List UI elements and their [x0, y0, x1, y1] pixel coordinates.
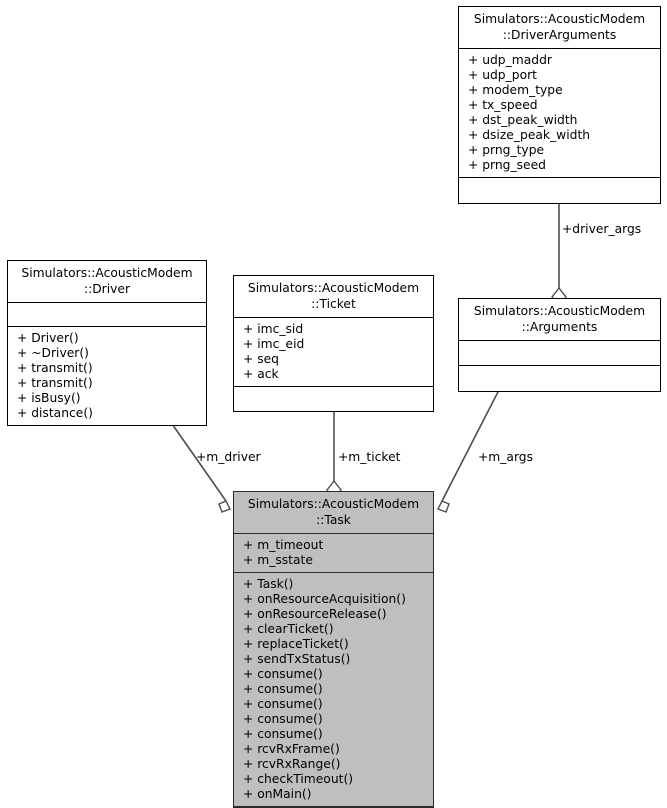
class-title-driver: Simulators::AcousticModem ::Driver [8, 261, 206, 303]
edge-driver-args [551, 197, 567, 308]
class-attributes-ticket: + imc_sid + imc_eid + seq + ack [234, 318, 433, 387]
class-operations-ticket [234, 387, 433, 411]
class-title-ticket: Simulators::AcousticModem ::Ticket [234, 276, 433, 318]
class-operation: + ~Driver() [17, 346, 89, 360]
class-attribute: + modem_type [468, 83, 563, 97]
class-attribute: + dst_peak_width [468, 113, 578, 127]
class-attribute: + udp_maddr [468, 53, 552, 67]
edge-m-driver [169, 420, 231, 513]
class-box-arguments[interactable]: Simulators::AcousticModem ::Arguments [458, 298, 661, 392]
class-operations-task: + Task() + onResourceAcquisition() + onR… [234, 573, 433, 807]
class-attribute: + imc_sid [243, 322, 304, 336]
edge-label-m-args: +m_args [478, 450, 534, 464]
class-attribute: + udp_port [468, 68, 537, 82]
edge-label-m-driver: +m_driver [196, 450, 261, 464]
class-operation: + sendTxStatus() [243, 652, 351, 666]
class-box-driver-arguments[interactable]: Simulators::AcousticModem ::DriverArgume… [458, 6, 661, 204]
class-attribute: + imc_eid [243, 337, 305, 351]
class-attribute: + prng_seed [468, 158, 546, 172]
class-operation: + consume() [243, 667, 323, 681]
edge-label-driver-args: +driver_args [562, 222, 642, 236]
class-title-driver-arguments: Simulators::AcousticModem ::DriverArgume… [459, 7, 660, 49]
class-title-task: Simulators::AcousticModem ::Task [234, 492, 433, 534]
class-attribute: + dsize_peak_width [468, 128, 591, 142]
class-attributes-task: + m_timeout + m_sstate [234, 534, 433, 573]
class-attribute: + seq [243, 352, 279, 366]
class-operation: + transmit() [17, 376, 93, 390]
class-operations-driver-arguments [459, 178, 660, 203]
class-operation: + rcvRxFrame() [243, 742, 340, 756]
class-operation: + Task() [243, 577, 294, 591]
class-attributes-arguments [459, 341, 660, 366]
class-operation: + consume() [243, 712, 323, 726]
class-attribute: + ack [243, 367, 279, 381]
aggregation-diamond-m-driver [218, 500, 231, 513]
class-attribute: + prng_type [468, 143, 545, 157]
class-operation: + onResourceRelease() [243, 607, 387, 621]
class-attribute: + m_sstate [243, 553, 313, 567]
class-box-task[interactable]: Simulators::AcousticModem ::Task + m_tim… [233, 491, 434, 808]
class-operations-arguments [459, 366, 660, 391]
class-operation: + clearTicket() [243, 622, 334, 636]
class-operation: + consume() [243, 727, 323, 741]
class-operation: + checkTimeout() [243, 772, 354, 786]
class-attribute: + tx_speed [468, 98, 538, 112]
class-attribute: + m_timeout [243, 538, 324, 552]
class-operation: + transmit() [17, 361, 93, 375]
class-attributes-driver-arguments: + udp_maddr + udp_port + modem_type + tx… [459, 49, 660, 178]
class-operation: + Driver() [17, 331, 79, 345]
class-box-ticket[interactable]: Simulators::AcousticModem ::Ticket + imc… [233, 275, 434, 412]
edge-label-m-ticket: +m_ticket [338, 450, 401, 464]
class-operation: + replaceTicket() [243, 637, 349, 651]
class-operation: + consume() [243, 682, 323, 696]
class-operation: + rcvRxRange() [243, 757, 341, 771]
class-operation: + onMain() [243, 787, 312, 801]
class-attributes-driver [8, 303, 206, 327]
class-title-arguments: Simulators::AcousticModem ::Arguments [459, 299, 660, 341]
aggregation-diamond-m-args [437, 500, 450, 513]
class-operation: + distance() [17, 406, 93, 420]
class-operation: + onResourceAcquisition() [243, 592, 406, 606]
class-box-driver[interactable]: Simulators::AcousticModem ::Driver + Dri… [7, 260, 207, 426]
class-operation: + consume() [243, 697, 323, 711]
class-operation: + isBusy() [17, 391, 81, 405]
class-operations-driver: + Driver() + ~Driver() + transmit() + tr… [8, 327, 206, 425]
